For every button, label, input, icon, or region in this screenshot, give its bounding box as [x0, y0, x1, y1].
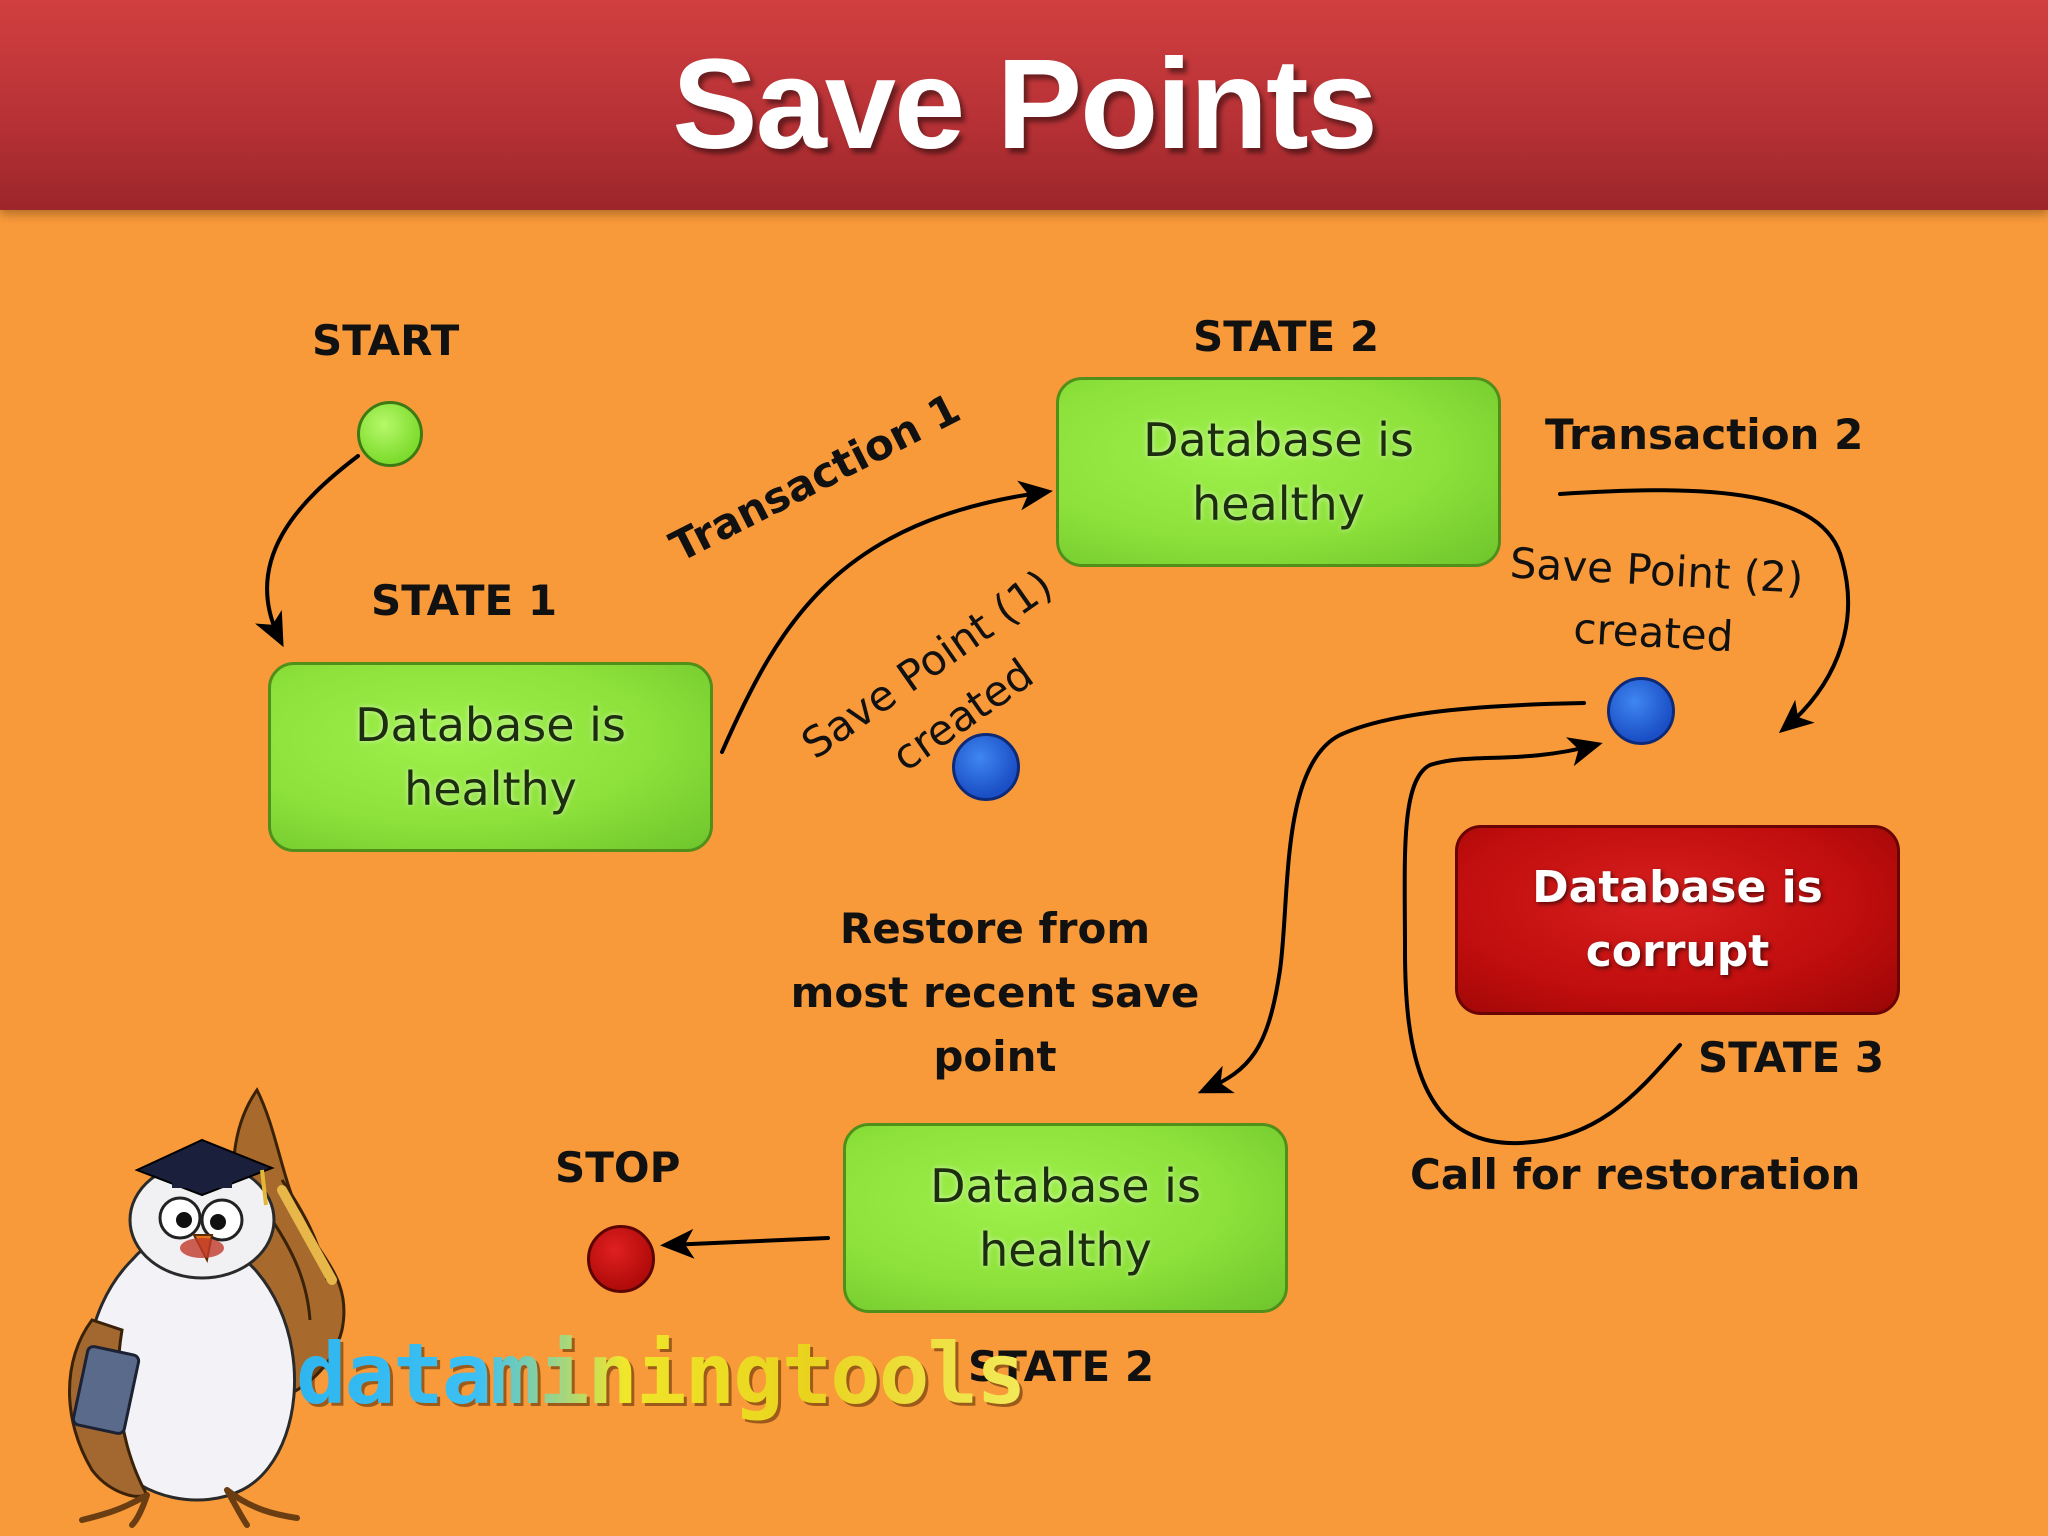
state2-restored-box-text: Database is healthy — [930, 1159, 1201, 1277]
arrow-to-stop — [660, 1228, 830, 1259]
state2-top-label: STATE 2 — [1193, 312, 1380, 361]
arrow-start-to-state1 — [254, 454, 360, 648]
state1-box: Database is healthy — [268, 662, 713, 852]
state3-box: Database is corrupt — [1455, 825, 1900, 1015]
call-for-restoration-label: Call for restoration — [1410, 1150, 1861, 1199]
owl-mascot-icon — [68, 1087, 346, 1528]
state1-label: STATE 1 — [371, 576, 558, 625]
arrow-call-for-restoration — [1402, 737, 1682, 1146]
state3-label: STATE 3 — [1698, 1033, 1885, 1082]
stop-label: STOP — [555, 1143, 681, 1192]
state2-box: Database is healthy — [1056, 377, 1501, 567]
state1-box-text: Database is healthy — [355, 698, 626, 816]
stop-node — [587, 1225, 655, 1293]
start-label: START — [312, 316, 460, 365]
brand-logo: dataminingtools — [296, 1325, 1027, 1423]
transaction2-label: Transaction 2 — [1545, 410, 1864, 459]
page-title: Save Points — [672, 33, 1378, 176]
state3-box-text: Database is corrupt — [1532, 862, 1823, 977]
start-node — [357, 401, 423, 467]
save-point-1-node — [952, 733, 1020, 801]
state2-bottom-label: STATE 2 — [968, 1342, 1155, 1391]
title-bar — [0, 0, 2048, 210]
arrow-transaction2 — [1558, 488, 1851, 734]
save-point-2-note: Save Point (2) created — [1508, 538, 1805, 662]
arrow-restore — [1197, 701, 1586, 1094]
save-point-2-node — [1607, 677, 1675, 745]
restore-note: Restore from most recent save point — [790, 904, 1200, 1081]
arrow-transaction1 — [720, 480, 1053, 754]
state2-box-text: Database is healthy — [1143, 413, 1414, 531]
state2-restored-box: Database is healthy — [843, 1123, 1288, 1313]
